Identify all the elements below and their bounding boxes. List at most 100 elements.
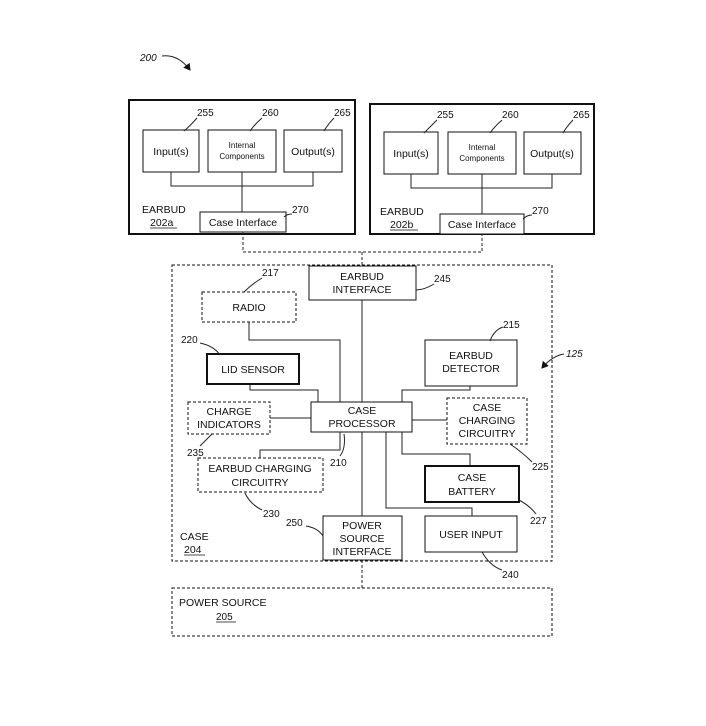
earbud-a-outputs-label: Output(s)	[291, 146, 335, 158]
case-ref: 204	[184, 544, 202, 556]
charge-indicators-line1: CHARGE	[207, 406, 252, 418]
earbud-a-internal-line2: Components	[219, 152, 264, 161]
lead-user-input	[481, 551, 503, 571]
earbud-b-ref-outputs: 265	[573, 110, 590, 121]
earbud-a-ref: 202a	[150, 217, 174, 229]
earbud-b-case-interface-label: Case Interface	[448, 219, 516, 231]
earbud-a-ref-case-interface: 270	[292, 205, 309, 216]
case-processor-box	[310, 401, 413, 433]
earbud-b-lead-outputs	[562, 119, 574, 134]
earbud-b-lead-inputs	[423, 119, 438, 134]
ref-earbud-charging: 230	[263, 509, 280, 520]
case-title: CASE	[180, 531, 209, 543]
earbud-b-internal-line2: Components	[459, 154, 504, 163]
power-source-frame	[171, 587, 553, 637]
earbud-b-bus	[410, 174, 553, 214]
earbud-b-ref-case-interface: 270	[532, 206, 549, 217]
user-input-link	[385, 432, 473, 516]
earbud-a-ref-internal: 260	[262, 108, 279, 119]
earbud-a-inputs-label: Input(s)	[153, 146, 189, 158]
ref-earbud-interface: 245	[434, 274, 451, 285]
power-source-title: POWER SOURCE	[179, 597, 267, 609]
lead-radio	[243, 277, 263, 293]
earbud-detector-line2: DETECTOR	[442, 363, 500, 375]
case-charging-line2: CHARGING	[459, 415, 516, 427]
earbud-a-ref-outputs: 265	[334, 108, 351, 119]
lead-earbud-detector	[489, 326, 504, 342]
user-input-box	[424, 515, 518, 553]
case-battery-line2: BATTERY	[448, 486, 495, 498]
earbud-charging-box	[197, 457, 324, 493]
case-processor-line1: CASE	[348, 405, 377, 417]
lead-earbud-interface	[415, 283, 435, 291]
case-ref-arrow-label: 125	[566, 349, 583, 360]
earbud-charging-link	[259, 432, 341, 458]
power-interface-line2: SOURCE	[340, 533, 385, 545]
power-interface-line1: POWER	[342, 520, 382, 532]
lid-sensor-label: LID SENSOR	[221, 364, 285, 376]
case-block: EARBUD INTERFACE 245 RADIO 217 LID SENSO…	[171, 264, 583, 581]
earbud-a-lead-internal	[249, 117, 263, 132]
earbud-b-outputs-label: Output(s)	[530, 148, 574, 160]
earbud-a-block: Input(s) Internal Components Output(s) C…	[128, 99, 356, 235]
lead-case-processor	[339, 433, 345, 457]
lead-charge-indicators	[199, 433, 213, 447]
ref-earbud-detector: 215	[503, 320, 520, 331]
earbud-a-internal-line1: Internal	[229, 141, 256, 150]
figure-ref-arrow	[161, 55, 191, 71]
lead-case-battery	[518, 499, 537, 515]
earbud-a-ref-inputs: 255	[197, 108, 214, 119]
earbud-b-internal-line1: Internal	[469, 143, 496, 152]
earbud-a-lead-case-interface	[283, 213, 293, 218]
earbud-detector-link	[401, 386, 471, 402]
earbud-interface-line2: INTERFACE	[333, 284, 392, 296]
ref-charge-indicators: 235	[187, 448, 204, 459]
earbud-charging-line2: CIRCUITRY	[232, 477, 289, 489]
lid-sensor-link	[249, 384, 319, 402]
case-battery-box	[424, 465, 520, 503]
earbud-charging-line1: EARBUD CHARGING	[208, 463, 311, 475]
charge-indicators-line2: INDICATORS	[197, 419, 261, 431]
ref-case-battery: 227	[530, 516, 547, 527]
earbud-a-outputs-box	[283, 129, 343, 173]
earbud-b-inputs-box	[383, 131, 439, 175]
lead-earbud-charging	[244, 492, 263, 511]
power-interface-box	[322, 515, 403, 561]
earbud-interface-box	[308, 265, 417, 301]
lid-sensor-box	[206, 353, 300, 385]
ref-user-input: 240	[502, 570, 519, 581]
earbud-b-lead-internal	[489, 119, 503, 134]
earbud-a-case-interface-label: Case Interface	[209, 217, 277, 229]
case-battery-line1: CASE	[458, 472, 487, 484]
radio-label: RADIO	[232, 302, 265, 314]
radio-link	[248, 322, 341, 402]
ref-case-charging: 225	[532, 462, 549, 473]
earbud-b-ref-internal: 260	[502, 110, 519, 121]
user-input-label: USER INPUT	[439, 529, 503, 541]
earbud-b-lead-case-interface	[522, 214, 533, 220]
earbud-b-title: EARBUD	[380, 206, 424, 218]
case-processor-line2: PROCESSOR	[328, 418, 396, 430]
lead-power-interface	[305, 525, 324, 537]
earbud-a-lead-inputs	[183, 117, 198, 132]
power-source-block: POWER SOURCE 205	[171, 587, 553, 637]
earbud-a-bus	[170, 172, 314, 212]
charge-indicators-box	[187, 401, 271, 435]
earbud-a-internal-box	[207, 129, 277, 173]
lead-case-charging	[509, 443, 533, 463]
case-charging-line3: CIRCUITRY	[459, 428, 516, 440]
lead-lid-sensor	[199, 342, 221, 356]
earbud-b-inputs-label: Input(s)	[393, 148, 429, 160]
earbud-b-block: Input(s) Internal Components Output(s) C…	[369, 103, 595, 235]
earbud-detector-box	[424, 339, 518, 387]
ref-power-interface: 250	[286, 518, 303, 529]
earbud-b-outputs-box	[523, 131, 582, 175]
case-charging-line1: CASE	[473, 402, 502, 414]
earbud-interface-line1: EARBUD	[340, 271, 384, 283]
earbud-b-internal-box	[447, 131, 517, 175]
ref-radio: 217	[262, 268, 279, 279]
power-interface-line3: INTERFACE	[333, 546, 392, 558]
earbud-b-ref-inputs: 255	[437, 110, 454, 121]
power-source-ref: 205	[216, 612, 233, 623]
